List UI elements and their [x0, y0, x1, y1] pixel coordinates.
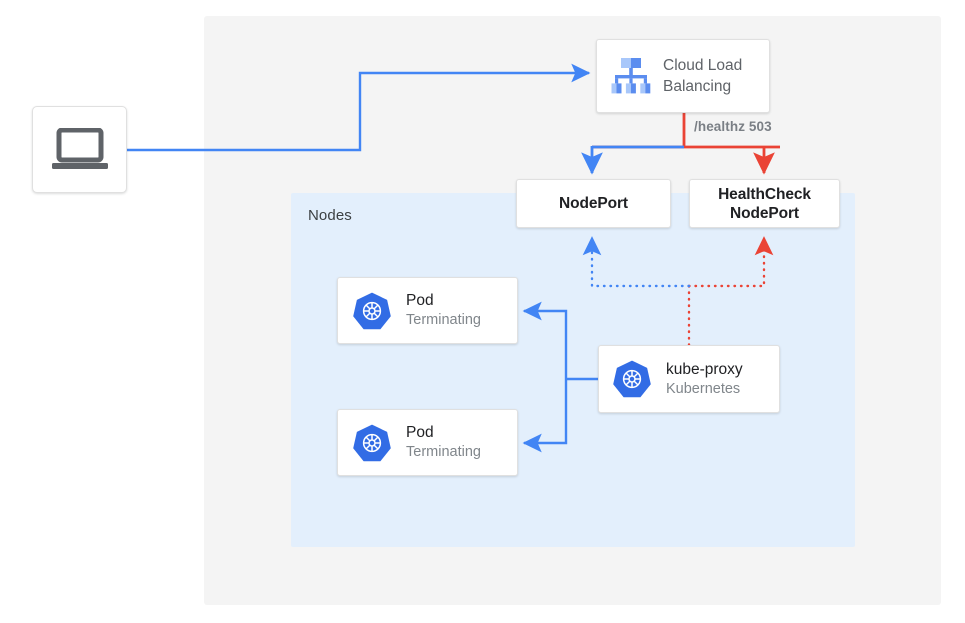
- nodeport-label: NodePort: [559, 195, 628, 212]
- pod-title-2: Pod: [406, 424, 434, 441]
- kube-proxy-title: kube-proxy: [666, 360, 743, 378]
- healthcheck-nodeport-label: HealthCheck NodePort: [718, 185, 811, 222]
- kube-proxy-node[interactable]: kube-proxy Kubernetes: [598, 345, 780, 413]
- nodeport-node[interactable]: NodePort: [516, 179, 671, 228]
- pod-node-1[interactable]: Pod Terminating: [337, 277, 518, 344]
- cloud-load-balancing-node[interactable]: Cloud Load Balancing: [596, 39, 770, 113]
- pod-node-2[interactable]: Pod Terminating: [337, 409, 518, 476]
- pod-status-2: Terminating: [406, 444, 481, 460]
- cloud-load-balancing-icon: [608, 56, 654, 96]
- nodes-panel-label: Nodes: [308, 207, 352, 224]
- pod-title-1: Pod: [406, 292, 434, 309]
- kubernetes-icon: [353, 424, 391, 461]
- laptop-icon: [51, 127, 108, 169]
- kubernetes-icon: [353, 292, 391, 329]
- pod-status-1: Terminating: [406, 312, 481, 328]
- healthz-edge-label: /healthz 503: [694, 119, 772, 134]
- healthcheck-nodeport-node[interactable]: HealthCheck NodePort: [689, 179, 840, 228]
- cloud-load-balancing-label: Cloud Load Balancing: [663, 57, 743, 95]
- kube-proxy-subtitle: Kubernetes: [666, 380, 741, 397]
- kubernetes-icon: [613, 360, 651, 398]
- client-node[interactable]: [32, 106, 127, 193]
